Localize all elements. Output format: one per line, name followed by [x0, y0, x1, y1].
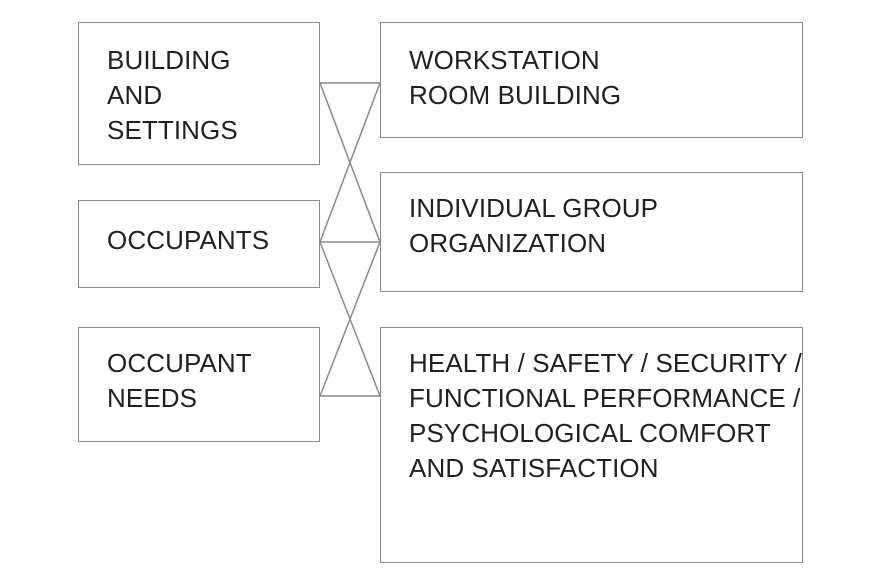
box-workstation-room-building-label: WORKSTATION ROOM BUILDING — [409, 45, 622, 110]
box-workstation-room-building[interactable]: WORKSTATION ROOM BUILDING — [380, 22, 803, 138]
connector-diagonal-right-middle-to-left-bottom — [319, 241, 381, 397]
box-occupants[interactable]: OCCUPANTS — [78, 200, 320, 288]
box-occupant-needs[interactable]: OCCUPANT NEEDS — [78, 327, 320, 442]
box-health-safety-security-label: HEALTH / SAFETY / SECURITY / FUNCTIONAL … — [409, 348, 802, 483]
box-health-safety-security[interactable]: HEALTH / SAFETY / SECURITY / FUNCTIONAL … — [380, 327, 803, 563]
box-occupants-label: OCCUPANTS — [107, 225, 270, 255]
connector-diagonal-left-middle-to-right-bottom — [319, 241, 381, 397]
connector-diagonal-right-top-to-left-middle — [319, 82, 381, 243]
box-building-and-settings-label: BUILDING AND SETTINGS — [107, 45, 238, 145]
connector-diagonal-left-top-to-right-middle — [319, 82, 381, 243]
box-building-and-settings[interactable]: BUILDING AND SETTINGS — [78, 22, 320, 165]
box-individual-group-organization[interactable]: INDIVIDUAL GROUP ORGANIZATION — [380, 172, 803, 292]
box-individual-group-organization-label: INDIVIDUAL GROUP ORGANIZATION — [409, 193, 659, 258]
box-occupant-needs-label: OCCUPANT NEEDS — [107, 348, 252, 413]
